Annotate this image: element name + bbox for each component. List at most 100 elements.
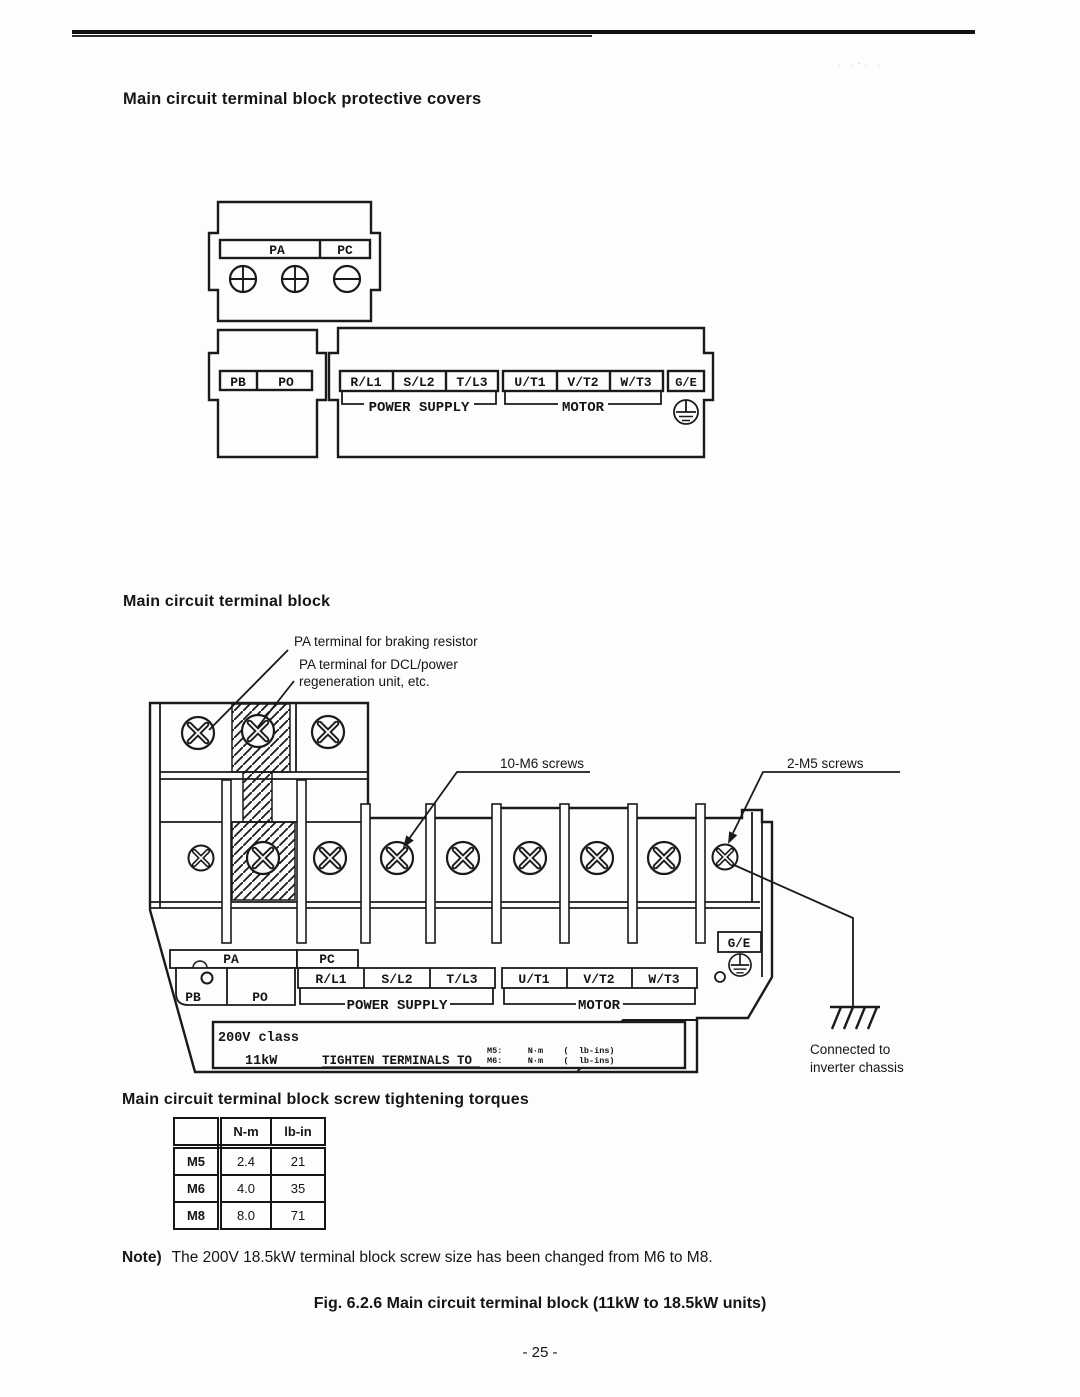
callout-braking-resistor: PA terminal for braking resistor xyxy=(294,634,478,649)
motor-label: MOTOR xyxy=(578,998,621,1014)
heading-tightening-torques: Main circuit terminal block screw tighte… xyxy=(122,1091,529,1108)
pa-label: PA xyxy=(223,952,239,967)
m6-screw-icon xyxy=(514,842,546,874)
power-supply-label: POWER SUPPLY xyxy=(369,400,470,416)
po-label: PO xyxy=(252,990,268,1005)
header-lbin: lb-in xyxy=(270,1117,326,1149)
connected-chassis-line1: Connected to xyxy=(810,1042,890,1057)
table-row: M8 8.0 71 xyxy=(173,1201,326,1230)
cover-pb-po-outline xyxy=(207,328,328,459)
power-supply-label: POWER SUPPLY xyxy=(347,998,448,1014)
top-rule-shadow xyxy=(72,35,592,37)
cell-nm: 4.0 xyxy=(218,1174,272,1203)
kw-rating-label: 11kW xyxy=(245,1054,278,1069)
rating-box xyxy=(211,1020,687,1070)
terminal-s-l2: S/L2 xyxy=(381,972,412,987)
terminal-u-t1: U/T1 xyxy=(518,972,549,987)
pb-label: PB xyxy=(185,990,201,1005)
cell-lbin: 35 xyxy=(270,1174,326,1203)
cell-screw-size: M5 xyxy=(173,1145,222,1176)
pb-label: PB xyxy=(230,375,246,390)
ge-label-box xyxy=(666,369,706,393)
pa-terminal-hole xyxy=(200,971,214,985)
terminal-r-l1: R/L1 xyxy=(315,972,346,987)
heading-protective-covers: Main circuit terminal block protective c… xyxy=(123,90,482,108)
heading-terminal-block: Main circuit terminal block xyxy=(123,593,331,610)
table-row: M6 4.0 35 xyxy=(173,1174,326,1203)
m6-screw-icon xyxy=(247,842,279,874)
header-screw xyxy=(173,1117,222,1149)
tighten-label: TIGHTEN TERMINALS TO xyxy=(322,1054,473,1068)
terminal-s-l2: S/L2 xyxy=(403,375,434,390)
ge-label-box xyxy=(717,931,762,953)
pc-label: PC xyxy=(337,243,353,258)
table-header-row: N-m lb-in xyxy=(173,1117,326,1149)
phillips-screw-icon xyxy=(280,264,310,294)
phillips-screw-icon xyxy=(228,264,258,294)
protective-covers-diagram: PA PC PB PO R/L1 S/L2 T/L3 U/T1 V/T2 W/T… xyxy=(207,200,715,459)
top-rule xyxy=(72,30,975,34)
terminal-r-l1: R/L1 xyxy=(350,375,381,390)
terminal-t-l3: T/L3 xyxy=(456,375,487,390)
m6-screw-icon xyxy=(648,842,680,874)
po-label: PO xyxy=(278,375,294,390)
table-row: M5 2.4 21 xyxy=(173,1145,326,1176)
cell-screw-size: M8 xyxy=(173,1201,222,1230)
m6-screw-icon xyxy=(182,717,214,749)
cell-lbin: 21 xyxy=(270,1145,326,1176)
ge-label: G/E xyxy=(728,937,751,951)
m6-screw-icon xyxy=(314,842,346,874)
m6-screw-icon xyxy=(581,842,613,874)
figure-caption: Fig. 6.2.6 Main circuit terminal block (… xyxy=(313,1295,767,1312)
cell-nm: 2.4 xyxy=(218,1145,272,1176)
terminal-w-t3: W/T3 xyxy=(648,972,679,987)
terminal-v-t2: V/T2 xyxy=(583,972,614,987)
cell-screw-size: M6 xyxy=(173,1174,222,1203)
connected-chassis-line2: inverter chassis xyxy=(810,1060,904,1075)
cell-nm: 8.0 xyxy=(218,1201,272,1230)
m6-screw-icon xyxy=(447,842,479,874)
motor-label-strip xyxy=(501,369,665,393)
chassis-ground-icon xyxy=(830,1005,880,1030)
note-label: Note) xyxy=(122,1249,162,1266)
m6-screw-icon xyxy=(381,842,413,874)
cell-lbin: 71 xyxy=(270,1201,326,1230)
note-text: The 200V 18.5kW terminal block screw siz… xyxy=(171,1249,713,1266)
pb-po-label-strip xyxy=(218,369,314,392)
terminal-w-t3: W/T3 xyxy=(620,375,651,390)
callout-dcl-line1: PA terminal for DCL/power xyxy=(299,657,458,672)
ge-label: G/E xyxy=(675,376,697,390)
header-nm: N-m xyxy=(218,1117,272,1149)
page-number: - 25 - xyxy=(522,1344,558,1361)
callout-m5-screws: 2-M5 screws xyxy=(787,756,864,771)
cover-pa-pc-outline xyxy=(207,200,382,323)
voltage-class-label: 200V class xyxy=(218,1031,299,1046)
tighten-m5-spec: M5: N·m ( lb-ins) xyxy=(487,1046,615,1056)
m5-screw-icon xyxy=(189,846,214,871)
divider-bars xyxy=(221,779,706,944)
terminal-t-l3: T/L3 xyxy=(446,972,477,987)
cover-main-outline xyxy=(327,326,715,459)
terminal-v-t2: V/T2 xyxy=(567,375,598,390)
m6-screw-icon xyxy=(312,716,344,748)
torque-table: N-m lb-in M5 2.4 21 M6 4.0 35 M8 8.0 71 xyxy=(173,1117,326,1230)
ground-symbol-icon xyxy=(728,953,752,977)
callout-m6-screws: 10-M6 screws xyxy=(500,756,584,771)
power-label-strip xyxy=(338,369,500,393)
pc-label: PC xyxy=(319,952,335,967)
arrowhead-icon xyxy=(728,831,738,844)
pa-label: PA xyxy=(269,243,285,258)
arrowhead-icon xyxy=(403,835,414,848)
ground-symbol-icon xyxy=(673,399,699,425)
slotted-screw-icon xyxy=(332,264,362,294)
ge-terminal-hole xyxy=(714,971,726,983)
motor-label: MOTOR xyxy=(562,400,605,416)
tighten-m6-spec: M6: N·m ( lb-ins) xyxy=(487,1056,615,1066)
terminal-block-diagram: PA PC PB PO R/L1 S/L2 T/L3 U/T1 V/T2 W/T… xyxy=(148,634,904,1075)
m6-screw-icon xyxy=(242,715,274,747)
callout-dcl-line2: regeneration unit, etc. xyxy=(299,674,430,689)
pa-pc-label-strip xyxy=(218,238,372,260)
note: Note) The 200V 18.5kW terminal block scre… xyxy=(122,1249,713,1267)
terminal-u-t1: U/T1 xyxy=(514,375,545,390)
